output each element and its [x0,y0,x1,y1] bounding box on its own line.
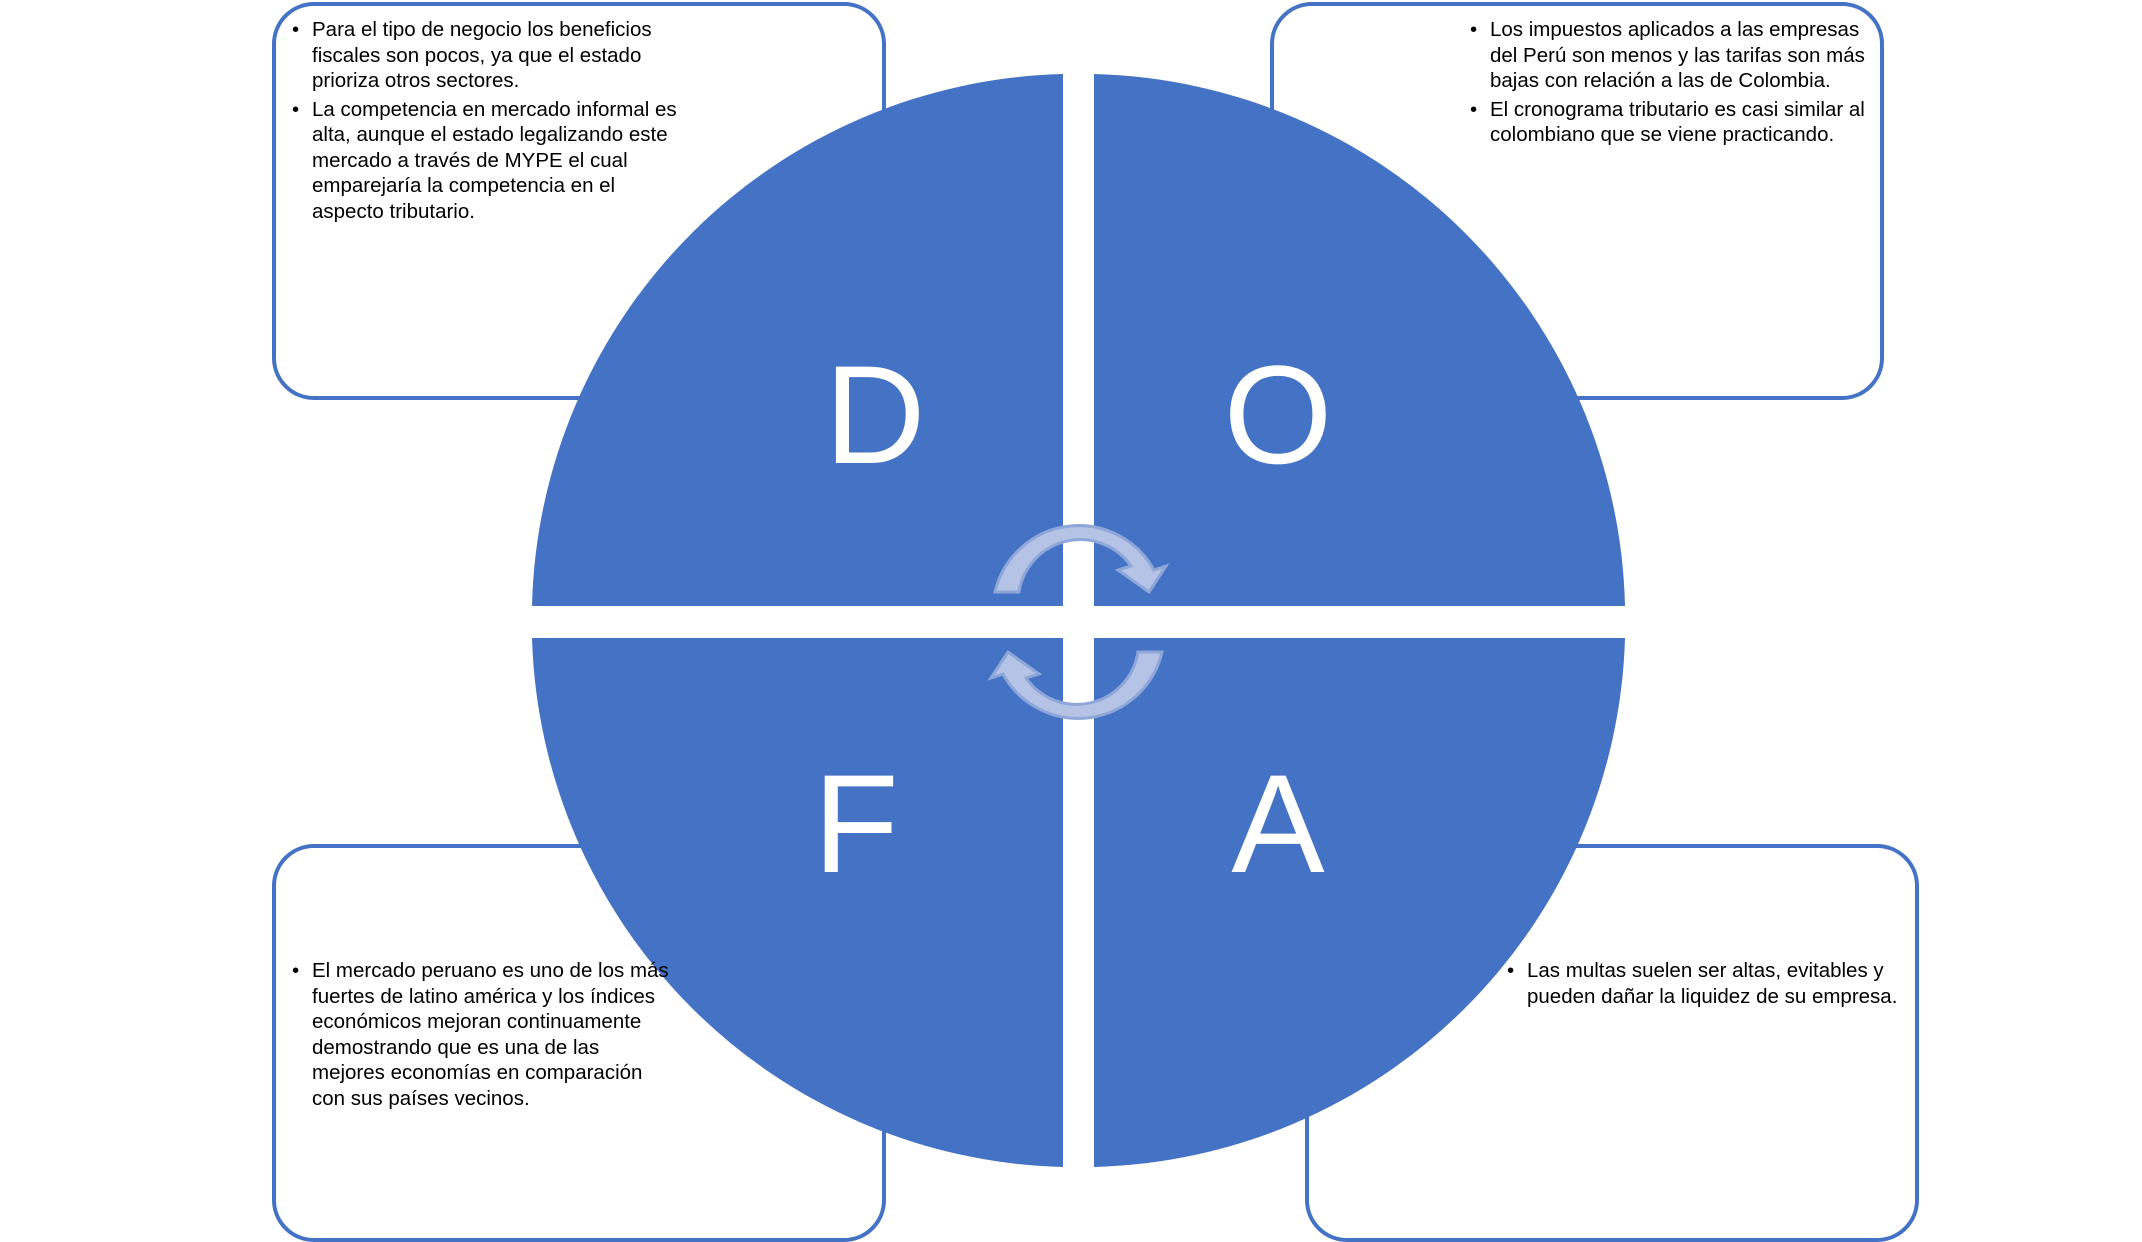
quadrant-bottom-left [532,638,1063,1167]
quadrant-bottom-right [1094,638,1625,1167]
letter-o: O [1224,336,1333,493]
letter-d: D [824,336,925,493]
bullet-item: Para el tipo de negocio los beneficios f… [292,17,687,94]
quadrant-top-right [1094,74,1625,606]
bullet-item: El mercado peruano es uno de los más fue… [292,958,672,1111]
text-top-right: Los impuestos aplicados a las empresas d… [1470,17,1870,151]
bullet-item: El cronograma tributario es casi similar… [1470,97,1870,148]
bullet-item: La competencia en mercado informal es al… [292,97,687,225]
letter-a: A [1231,745,1325,902]
bullet-item: Los impuestos aplicados a las empresas d… [1470,17,1870,94]
text-bottom-left: El mercado peruano es uno de los más fue… [292,958,672,1114]
cycle-arrow-bottom-icon [987,649,1164,720]
quadrant-top-left [532,74,1063,606]
text-bottom-right: Las multas suelen ser altas, evitables y… [1507,958,1907,1012]
letter-f: F [813,745,899,902]
bullet-item: Las multas suelen ser altas, evitables y… [1507,958,1907,1009]
text-top-left: Para el tipo de negocio los beneficios f… [292,17,687,227]
cycle-arrow-top-icon [993,524,1170,595]
